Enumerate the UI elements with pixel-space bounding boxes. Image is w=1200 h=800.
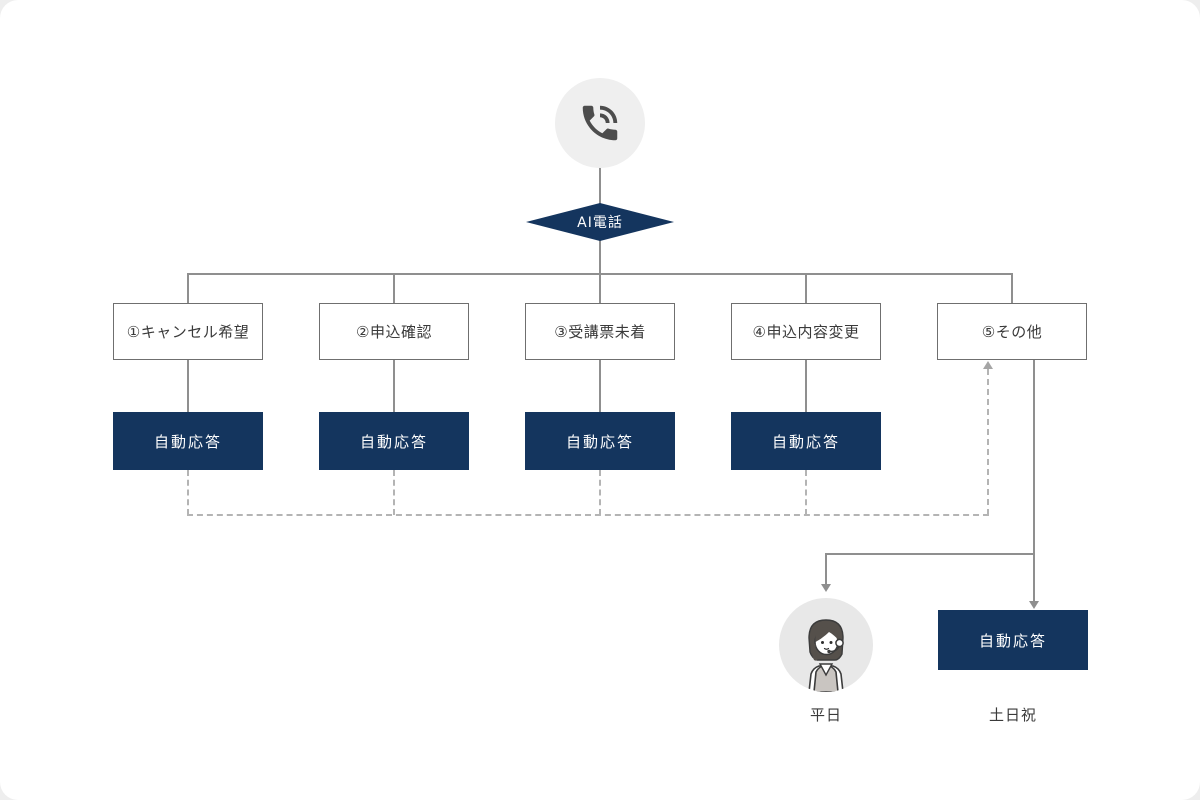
operator-icon bbox=[779, 598, 873, 696]
connector-other-down bbox=[1033, 360, 1035, 603]
branch-label: ③受講票未着 bbox=[554, 323, 646, 341]
arrow-up-icon bbox=[983, 361, 993, 369]
connector-response-2 bbox=[393, 360, 395, 412]
dashed-loop-drop-3 bbox=[599, 470, 601, 515]
branch-box-other: ⑤その他 bbox=[937, 303, 1087, 360]
auto-response-box-2: 自動応答 bbox=[319, 412, 469, 470]
auto-response-label: 自動応答 bbox=[359, 432, 428, 451]
auto-response-label: 自動応答 bbox=[771, 432, 840, 451]
branch-label: ④申込内容変更 bbox=[752, 323, 860, 341]
branch-box-cancel: ①キャンセル希望 bbox=[113, 303, 263, 360]
auto-response-box-3: 自動応答 bbox=[525, 412, 675, 470]
auto-response-box-1: 自動応答 bbox=[113, 412, 263, 470]
phone-in-talk-icon bbox=[577, 100, 623, 146]
connector-branch-2 bbox=[393, 274, 395, 303]
auto-response-box-4: 自動応答 bbox=[731, 412, 881, 470]
branch-label: ①キャンセル希望 bbox=[126, 323, 250, 341]
branch-label: ⑤その他 bbox=[981, 323, 1043, 341]
dashed-loop-horizontal bbox=[187, 514, 989, 516]
dashed-loop-drop-1 bbox=[187, 470, 189, 515]
branch-box-ticket: ③受講票未着 bbox=[525, 303, 675, 360]
ai-phone-node: AI電話 bbox=[526, 203, 674, 241]
auto-response-label: 自動応答 bbox=[153, 432, 222, 451]
connector-branch-5 bbox=[1011, 274, 1013, 303]
connector-weekday-down bbox=[825, 553, 827, 585]
connector-response-4 bbox=[805, 360, 807, 412]
operator-node bbox=[779, 598, 873, 692]
arrow-down-icon bbox=[821, 584, 831, 592]
connector-response-3 bbox=[599, 360, 601, 412]
branch-label: ②申込確認 bbox=[356, 323, 432, 341]
connector-other-split bbox=[825, 553, 1035, 555]
dashed-loop-drop-4 bbox=[805, 470, 807, 515]
weekday-label: 平日 bbox=[809, 706, 842, 724]
auto-response-label: 自動応答 bbox=[978, 631, 1047, 650]
auto-response-box-holiday: 自動応答 bbox=[938, 610, 1088, 670]
ai-phone-label: AI電話 bbox=[577, 215, 623, 231]
auto-response-label: 自動応答 bbox=[565, 432, 634, 451]
holiday-label: 土日祝 bbox=[988, 706, 1037, 724]
branch-box-confirm: ②申込確認 bbox=[319, 303, 469, 360]
arrow-down-icon bbox=[1029, 601, 1039, 609]
branch-bus-line bbox=[187, 273, 1013, 275]
phone-node bbox=[555, 78, 645, 168]
dashed-loop-rise bbox=[987, 369, 989, 515]
dashed-loop-drop-2 bbox=[393, 470, 395, 515]
connector-branch-1 bbox=[187, 274, 189, 303]
connector-branch-4 bbox=[805, 274, 807, 303]
connector-response-1 bbox=[187, 360, 189, 412]
branch-box-change: ④申込内容変更 bbox=[731, 303, 881, 360]
